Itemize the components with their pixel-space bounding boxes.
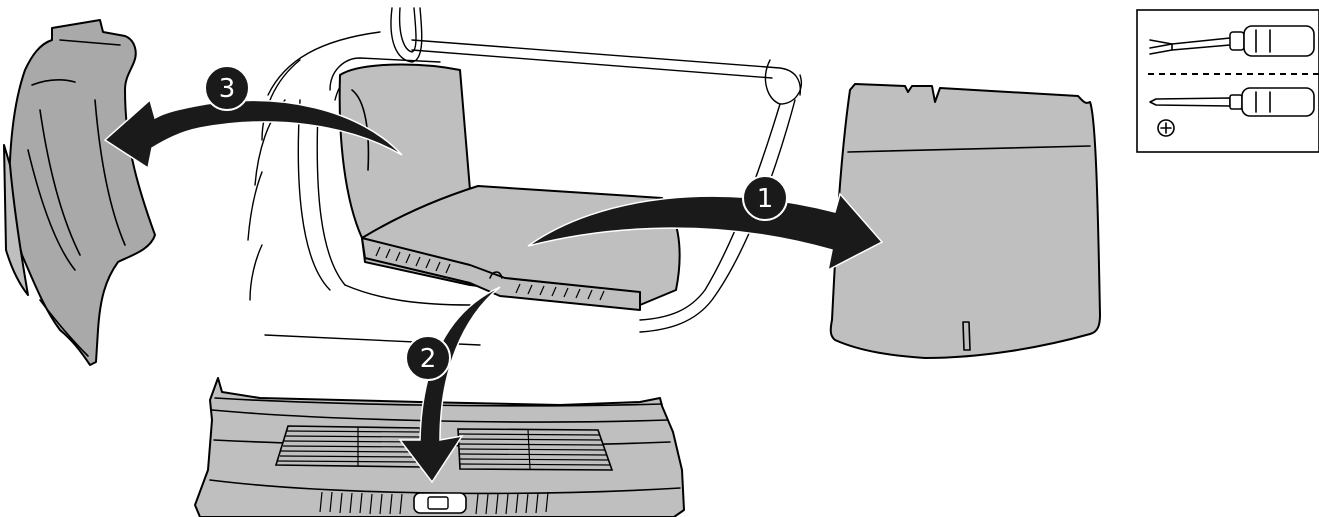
step-badge-1: 1: [743, 176, 787, 220]
step-badge-2: 2: [406, 336, 450, 380]
step-number-1: 1: [757, 184, 774, 214]
side-trim-panel: [4, 20, 155, 365]
floor-cover-panel: [831, 84, 1100, 358]
sill-vent-right: [458, 429, 612, 470]
step-number-3: 3: [219, 74, 236, 104]
tools-box: [1137, 10, 1319, 152]
latch-cutout: [414, 493, 466, 513]
step-badge-3: 3: [205, 66, 249, 110]
phillips-screw-icon: [1158, 120, 1174, 136]
sill-vent-left: [276, 426, 422, 467]
step-number-2: 2: [420, 344, 437, 374]
